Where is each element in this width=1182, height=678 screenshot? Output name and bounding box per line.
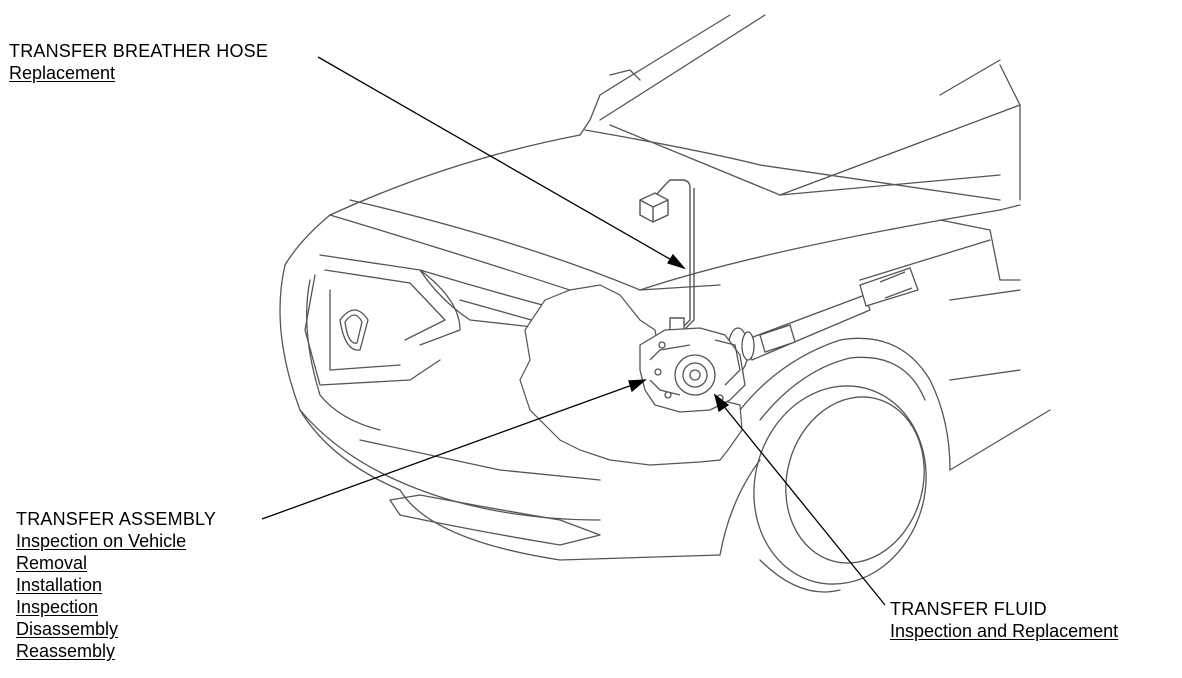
breather-hose-title: TRANSFER BREATHER HOSE <box>9 41 269 61</box>
breather-hose-replacement-link[interactable]: Replacement <box>9 63 116 83</box>
assembly-disassembly-link[interactable]: Disassembly <box>16 619 119 639</box>
vehicle-body-outline <box>279 14 1051 593</box>
propeller-shaft <box>727 267 919 373</box>
breather-hose-leader <box>317 56 676 263</box>
assembly-inspection-on-vehicle-link[interactable]: Inspection on Vehicle <box>16 531 187 551</box>
breather-hose-drawing <box>639 179 695 331</box>
transfer-fluid-callout: TRANSFER FLUID Inspection and Replacemen… <box>890 598 1118 642</box>
engine-cutaway <box>519 284 743 466</box>
assembly-reassembly-link[interactable]: Reassembly <box>16 641 116 661</box>
assembly-removal-link[interactable]: Removal <box>16 553 88 573</box>
transfer-assembly-callout: TRANSFER ASSEMBLY Inspection on Vehicle … <box>16 508 216 662</box>
transfer-assembly-drawing <box>639 327 746 413</box>
assembly-inspection-link[interactable]: Inspection <box>16 597 99 617</box>
transfer-assembly-title: TRANSFER ASSEMBLY <box>16 509 217 529</box>
assembly-leader <box>261 383 636 520</box>
breather-hose-arrowhead <box>667 253 686 270</box>
assembly-installation-link[interactable]: Installation <box>16 575 103 595</box>
fluid-inspection-replacement-link[interactable]: Inspection and Replacement <box>890 621 1119 641</box>
transfer-fluid-title: TRANSFER FLUID <box>890 599 1047 619</box>
assembly-arrowhead <box>628 379 647 393</box>
leader-lines <box>261 56 886 606</box>
fluid-arrowhead <box>713 393 730 413</box>
fluid-leader <box>721 403 886 606</box>
breather-hose-callout: TRANSFER BREATHER HOSE Replacement <box>9 40 268 84</box>
